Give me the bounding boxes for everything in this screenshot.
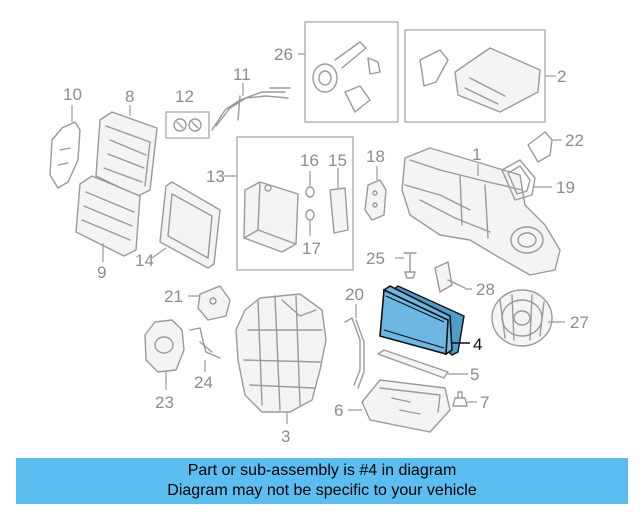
callout-6: 6: [334, 401, 343, 420]
part-17-oring: [305, 209, 315, 221]
part-11-pipes: [211, 87, 291, 131]
part-21-actuator: [197, 285, 231, 321]
callout-22: 22: [565, 131, 584, 150]
callout-10: 10: [63, 85, 82, 104]
group-box-12: [165, 111, 210, 139]
part-18-motor: [364, 179, 387, 221]
callout-23: 23: [155, 393, 174, 412]
part-8-heater-core: [95, 111, 158, 197]
part-28-resistor: [434, 261, 453, 293]
callout-26: 26: [274, 45, 293, 64]
callout-19: 19: [556, 178, 575, 197]
part-22-bracket: [527, 131, 553, 163]
part-26-actuators: [312, 41, 381, 113]
callout-2: 2: [557, 67, 566, 86]
callout-25: 25: [366, 249, 385, 268]
part-7-clip: [452, 391, 468, 407]
part-3-housing: [235, 293, 327, 413]
callout-9: 9: [97, 263, 106, 282]
part-14-frame: [159, 181, 221, 269]
part-23-motor: [144, 319, 185, 373]
callout-28: 28: [476, 280, 495, 299]
part-25-bolt: [403, 252, 417, 279]
callout-17: 17: [302, 239, 321, 258]
part-16-oring: [305, 186, 315, 198]
banner-line-2: Diagram may not be specific to your vehi…: [167, 482, 477, 499]
callout-20: 20: [345, 285, 364, 304]
callout-16: 16: [300, 151, 319, 170]
group-box-13: [236, 136, 354, 271]
callout-8: 8: [125, 87, 134, 106]
part-27-blower-motor: [491, 289, 553, 347]
callout-12: 12: [175, 87, 194, 106]
info-banner: Part or sub-assembly is #4 in diagram Di…: [16, 458, 628, 504]
callout-24: 24: [194, 373, 213, 392]
callout-numbers: 1 2 3 4 5 6 7 8 9 10 11 12 13 14 15 16 1…: [63, 45, 589, 446]
callout-15: 15: [328, 151, 347, 170]
callout-3: 3: [281, 427, 290, 446]
callout-1: 1: [472, 145, 481, 164]
callout-18: 18: [366, 147, 385, 166]
callout-11: 11: [233, 65, 251, 84]
part-20-drain-hose: [344, 317, 365, 389]
part-24-sensor: [189, 327, 221, 359]
callout-4: 4: [473, 335, 482, 354]
parts-diagram: 1 2 3 4 5 6 7 8 9 10 11 12 13 14 15 16 1…: [49, 21, 589, 446]
part-4-cabin-filter: [379, 285, 465, 356]
banner-line-1: Part or sub-assembly is #4 in diagram: [187, 462, 457, 479]
callout-5: 5: [470, 365, 479, 384]
part-10-bracket: [49, 121, 81, 189]
callout-14: 14: [135, 251, 154, 270]
part-1-housing: [401, 147, 561, 276]
part-12-grommets: [173, 118, 202, 132]
callout-7: 7: [480, 393, 489, 412]
group-box-26: [304, 21, 399, 123]
part-5-seal-strip: [377, 349, 449, 379]
callout-27: 27: [570, 313, 589, 332]
part-15-valve: [329, 187, 349, 234]
part-6-cover: [361, 379, 451, 433]
callout-21: 21: [164, 287, 183, 306]
part-2-panel: [454, 47, 541, 113]
callout-13: 13: [206, 167, 225, 186]
